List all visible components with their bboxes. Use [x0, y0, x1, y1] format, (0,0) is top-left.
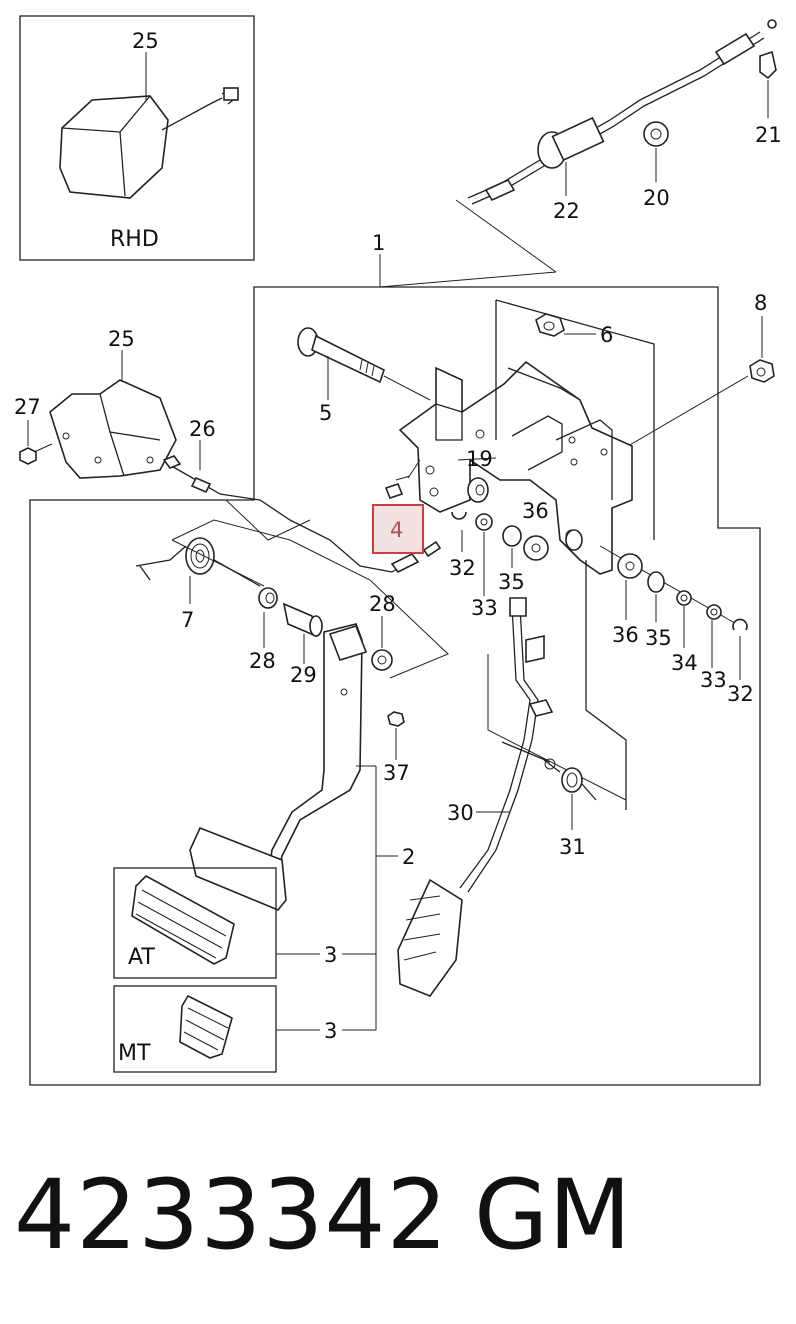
callout-5: 5: [319, 401, 332, 425]
callout-31: 31: [559, 835, 586, 859]
nut-37-part: [387, 711, 405, 727]
callout-30: 30: [447, 801, 474, 825]
callout-28-right: 28: [369, 592, 396, 616]
leader-8b: [627, 375, 749, 447]
rhd-inset: 25 RHD: [19, 15, 255, 261]
callout-36-right: 36: [612, 623, 639, 647]
bolt-5-part: [297, 327, 385, 384]
at-label: AT: [128, 945, 155, 970]
callout-25-main: 25: [108, 327, 135, 351]
rhd-module-part: [59, 87, 239, 199]
callout-19: 19: [466, 447, 493, 471]
callout-26: 26: [189, 417, 216, 441]
callout-32-right: 32: [727, 682, 754, 706]
part-number: 4233342: [14, 1159, 449, 1271]
callout-1: 1: [372, 231, 385, 255]
highlighted-callout-4[interactable]: 4: [372, 504, 424, 554]
sleeve-29-part: [282, 602, 323, 638]
accel-guide-lines: [487, 654, 627, 801]
bushing-28-left-part: [258, 587, 278, 609]
callout-7: 7: [181, 608, 194, 632]
harness-guide: [225, 499, 311, 541]
callout-32-front: 32: [449, 556, 476, 580]
callout-35-front: 35: [498, 570, 525, 594]
at-pad-box: AT: [113, 867, 277, 979]
callout-33-front: 33: [471, 596, 498, 620]
small-parts-right-part: [599, 545, 748, 631]
module-25-part: [49, 379, 177, 479]
highlight-box[interactable]: [372, 504, 424, 554]
callout-20: 20: [643, 186, 670, 210]
rhd-label: RHD: [110, 227, 159, 252]
small-parts-front-part: [451, 511, 583, 561]
callout-8: 8: [754, 291, 767, 315]
callout-25-rhd: 25: [132, 29, 159, 53]
grommet-20-part: [643, 121, 669, 147]
spring-7-part: [135, 537, 261, 587]
mt-pad-box: MT: [113, 985, 277, 1073]
callout-28-left: 28: [249, 649, 276, 673]
callout-35-right: 35: [645, 626, 672, 650]
callout-36-front: 36: [522, 499, 549, 523]
callout-3-mt: 3: [324, 1019, 337, 1043]
mt-box-frame: [113, 985, 277, 1073]
pedal-bracket-part: [398, 299, 655, 810]
pedal-2-part: [189, 623, 368, 911]
mt-label: MT: [118, 1041, 151, 1066]
callout-6: 6: [600, 323, 613, 347]
nut-8-part: [749, 359, 775, 383]
leader-19: [457, 457, 497, 461]
clip-21-part: [759, 50, 777, 80]
callout-2: 2: [402, 845, 415, 869]
leader-5b: [383, 375, 431, 401]
callout-29: 29: [290, 663, 317, 687]
rhd-inset-frame: [19, 15, 255, 261]
cable-22-part: [467, 19, 777, 205]
callout-37: 37: [383, 761, 410, 785]
callout-33-right: 33: [700, 668, 727, 692]
accelerator-30-part: [397, 597, 556, 997]
harness-26-part: [162, 455, 442, 574]
screw-27-part: [19, 443, 53, 465]
callout-21: 21: [755, 123, 782, 147]
footer: 4233342 GM: [14, 1160, 784, 1270]
main-assembly-frame: 1: [29, 199, 761, 1086]
callout-34: 34: [671, 651, 698, 675]
spring-31-part: [543, 759, 597, 801]
bushing-19-part: [467, 477, 489, 503]
callout-3-at: 3: [324, 943, 337, 967]
switch-4-part: [384, 459, 421, 499]
callout-27: 27: [14, 395, 41, 419]
pivot-guide-lines: [171, 519, 449, 679]
callout-22: 22: [553, 199, 580, 223]
brand-name: GM: [474, 1159, 632, 1271]
callout-4: 4: [390, 518, 403, 542]
bushing-28-right-part: [371, 649, 393, 671]
at-box-frame: [113, 867, 277, 979]
